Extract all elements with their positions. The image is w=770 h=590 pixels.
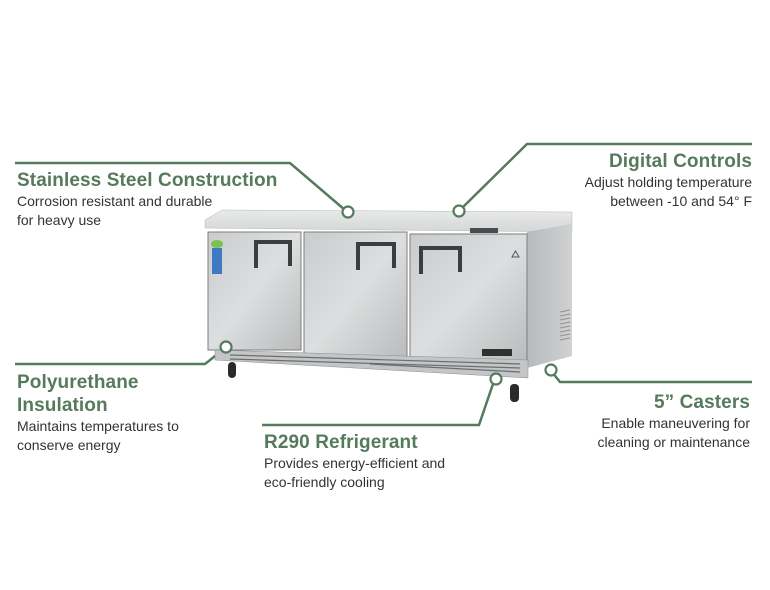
callout-title: Polyurethane bbox=[17, 372, 139, 393]
callout-desc-line: Enable maneuvering for bbox=[601, 415, 750, 431]
callout-desc-line: Provides energy-efficient and bbox=[264, 455, 446, 471]
callout-title: Digital Controls bbox=[608, 151, 752, 172]
callout-title: R290 Refrigerant bbox=[264, 432, 418, 453]
callout-desc-line: between -10 and 54° F bbox=[610, 193, 752, 209]
callout-r290-refrigerant: R290 Refrigerant Provides energy-efficie… bbox=[264, 431, 445, 492]
callout-desc-line: Corrosion resistant and durable bbox=[17, 193, 213, 209]
callout-desc-line: eco-friendly cooling bbox=[264, 474, 385, 490]
callout-title: Insulation bbox=[17, 395, 108, 416]
callout-desc-line: cleaning or maintenance bbox=[597, 434, 750, 450]
callout-casters: 5” Casters Enable maneuvering for cleani… bbox=[597, 391, 750, 452]
callout-desc-line: Maintains temperatures to bbox=[17, 418, 179, 434]
callout-desc-line: for heavy use bbox=[17, 212, 102, 228]
callout-digital-controls: Digital Controls Adjust holding temperat… bbox=[585, 150, 752, 211]
callout-title: 5” Casters bbox=[653, 392, 750, 413]
callout-polyurethane-insulation: Polyurethane Insulation Maintains temper… bbox=[17, 371, 179, 455]
callout-desc-line: Adjust holding temperature bbox=[584, 174, 752, 190]
callout-stainless-steel: Stainless Steel Construction Corrosion r… bbox=[17, 169, 277, 230]
callout-desc-line: conserve energy bbox=[17, 437, 121, 453]
callout-title: Stainless Steel Construction bbox=[17, 170, 278, 191]
